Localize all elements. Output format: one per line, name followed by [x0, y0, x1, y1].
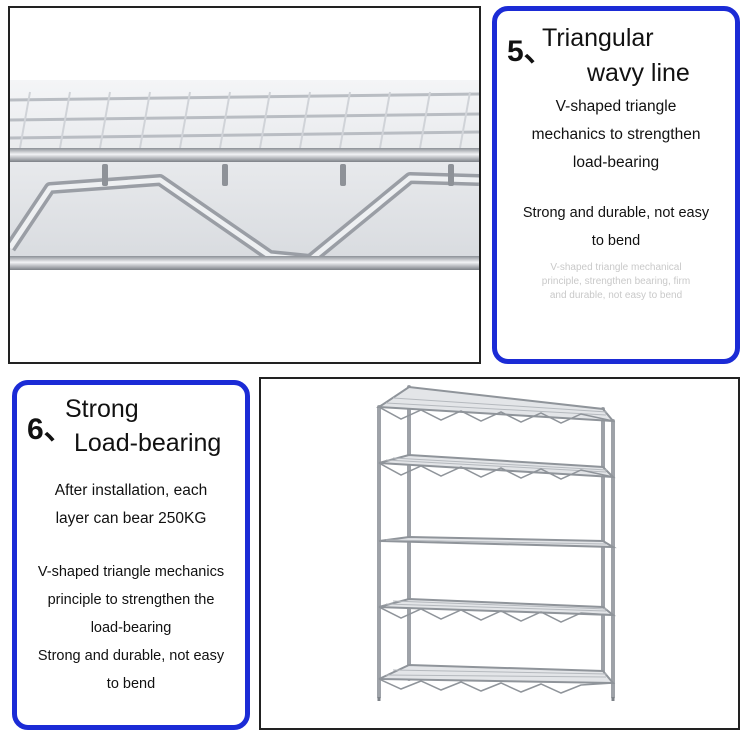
feature-6-title-line1: Strong: [65, 395, 139, 423]
feature-6-card: 6、 Strong Load-bearing After installatio…: [12, 380, 250, 730]
feature-5-faint-line: V-shaped triangle mechanical: [550, 262, 682, 273]
feature-6-title-line2: Load-bearing: [74, 429, 222, 457]
wire-shelf-photo: [259, 377, 740, 730]
feature-6-description-line: principle to strengthen the: [47, 592, 215, 608]
feature-6-capacity-line: After installation, each: [54, 482, 208, 499]
feature-5-title-line1: Triangular: [542, 24, 654, 52]
feature-5-card: 5、 Triangular wavy line V-shaped triangl…: [492, 6, 740, 364]
feature-6-description: V-shaped triangle mechanics principle to…: [17, 558, 245, 698]
feature-5-faint-line: and durable, not easy to bend: [549, 290, 683, 301]
feature-6-number: 6、: [27, 413, 74, 446]
feature-5-faint-line: principle, strengthen bearing, firm: [541, 276, 691, 287]
feature-5-strength-line: to bend: [591, 233, 641, 249]
feature-5-description-line: V-shaped triangle: [555, 98, 677, 115]
feature-6-description-line: load-bearing: [90, 620, 172, 636]
feature-6-capacity-text: After installation, each layer can bear …: [17, 477, 245, 533]
feature-6-description-line: V-shaped triangle mechanics: [37, 564, 225, 580]
feature-5-strength-line: Strong and durable, not easy: [522, 205, 710, 221]
feature-6-capacity-line: layer can bear 250KG: [55, 510, 207, 527]
feature-5-title-line2: wavy line: [587, 59, 690, 87]
feature-5-description-line: mechanics to strengthen: [531, 126, 701, 143]
feature-5-description: V-shaped triangle mechanics to strengthe…: [497, 93, 735, 177]
feature-5-description-line: load-bearing: [572, 154, 660, 171]
feature-6-description-line: Strong and durable, not easy: [37, 648, 225, 664]
feature-5-strength-text: Strong and durable, not easy to bend: [497, 199, 735, 255]
feature-5-faint-text: V-shaped triangle mechanical principle, …: [497, 261, 735, 303]
wire-closeup-photo: [8, 6, 481, 364]
feature-5-number: 5、: [507, 35, 554, 68]
feature-6-description-line: to bend: [106, 676, 156, 692]
